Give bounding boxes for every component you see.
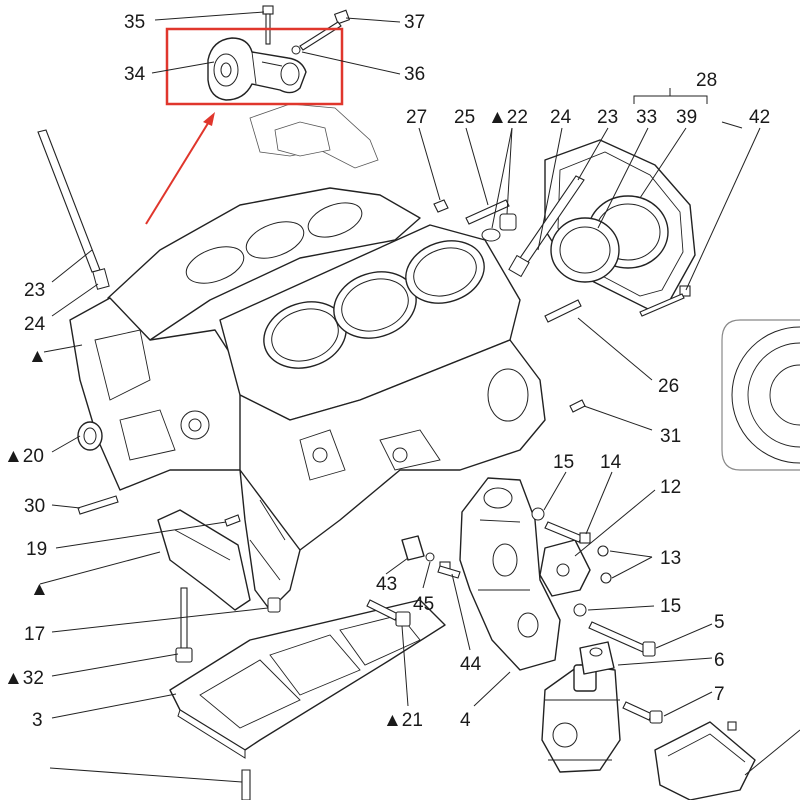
seal-20 <box>77 421 103 451</box>
engine-block <box>69 187 546 611</box>
callout-15-upper: 15 <box>553 452 574 473</box>
dowel-31 <box>569 399 586 413</box>
callout-14: 14 <box>600 452 622 473</box>
callout-3: 3 <box>32 710 43 731</box>
stud-25 <box>465 199 510 225</box>
callout-23-top: 23 <box>597 107 618 128</box>
bolt-7 <box>622 701 663 724</box>
callout-32: ▲32 <box>4 668 44 689</box>
stud-42 <box>639 285 691 317</box>
callout-27: 27 <box>406 107 427 128</box>
callout-13: 13 <box>660 548 681 569</box>
callout-triangle-2: ▲ <box>30 579 49 600</box>
dowel-27 <box>433 199 449 213</box>
heat-shield <box>654 721 756 800</box>
mount-bracket-4 <box>459 477 561 671</box>
stud-30 <box>77 495 119 515</box>
callout-43: 43 <box>376 574 397 595</box>
leader-lines <box>39 11 800 783</box>
callout-19: 19 <box>26 539 47 560</box>
bearing-cap-left <box>157 509 251 611</box>
bolt-44 <box>437 561 461 579</box>
callout-triangle-1: ▲ <box>28 346 47 367</box>
stud-26 <box>544 299 582 323</box>
callout-35: 35 <box>124 12 145 33</box>
bolt-21 <box>366 599 411 627</box>
callout-26: 26 <box>658 376 679 397</box>
washer-36 <box>291 45 301 55</box>
bolt-35 <box>262 5 274 45</box>
fitting-43 <box>401 535 425 561</box>
callout-24-left: 24 <box>24 314 46 335</box>
dowel-19 <box>224 514 241 527</box>
callout-45: 45 <box>413 594 434 615</box>
callout-28: 28 <box>696 70 717 91</box>
callout-25: 25 <box>454 107 475 128</box>
callout-23-left: 23 <box>24 280 45 301</box>
washer-15-upper <box>531 507 545 521</box>
callout-30: 30 <box>24 496 45 517</box>
bolt-5 <box>588 621 656 657</box>
bedplate-3 <box>169 599 446 759</box>
callout-17: 17 <box>24 624 45 645</box>
flywheel-inset <box>721 319 800 471</box>
stud-23-upper <box>508 175 585 278</box>
bolt-32 <box>175 587 193 663</box>
callout-22: ▲22 <box>488 107 528 128</box>
engine-mount-6 <box>541 641 621 773</box>
callout-36: 36 <box>404 64 425 85</box>
callout-5: 5 <box>714 612 725 633</box>
engine-mount-bracket-detail <box>207 37 379 169</box>
callout-12: 12 <box>660 477 681 498</box>
seal-33 <box>550 217 620 283</box>
sleeve-24 <box>92 268 110 290</box>
callout-42: 42 <box>749 107 770 128</box>
washer-15-lower <box>573 603 587 617</box>
highlight-box <box>165 27 344 106</box>
callout-24-top: 24 <box>550 107 572 128</box>
sleeve-17 <box>267 597 281 613</box>
callout-4: 4 <box>460 710 471 731</box>
callout-7: 7 <box>714 684 725 705</box>
callout-6: 6 <box>714 650 725 671</box>
callout-37: 37 <box>404 12 425 33</box>
callout-20: ▲20 <box>4 446 44 467</box>
callout-39: 39 <box>676 107 697 128</box>
callout-34: 34 <box>124 64 146 85</box>
callout-21: ▲21 <box>383 710 423 731</box>
callout-15-lower: 15 <box>660 596 681 617</box>
stud-bottom <box>241 769 251 800</box>
washer-45 <box>425 552 435 562</box>
bolt-14 <box>544 521 591 544</box>
bolts-13 <box>597 545 612 584</box>
bushing-22 <box>481 213 517 242</box>
callout-33: 33 <box>636 107 657 128</box>
bracket-12 <box>539 539 591 597</box>
callout-31: 31 <box>660 426 681 447</box>
callout-labels: 35 37 34 36 28 27 25 ▲22 24 23 33 39 42 … <box>4 12 770 731</box>
highlight-arrow <box>145 112 215 225</box>
callout-44: 44 <box>460 654 482 675</box>
